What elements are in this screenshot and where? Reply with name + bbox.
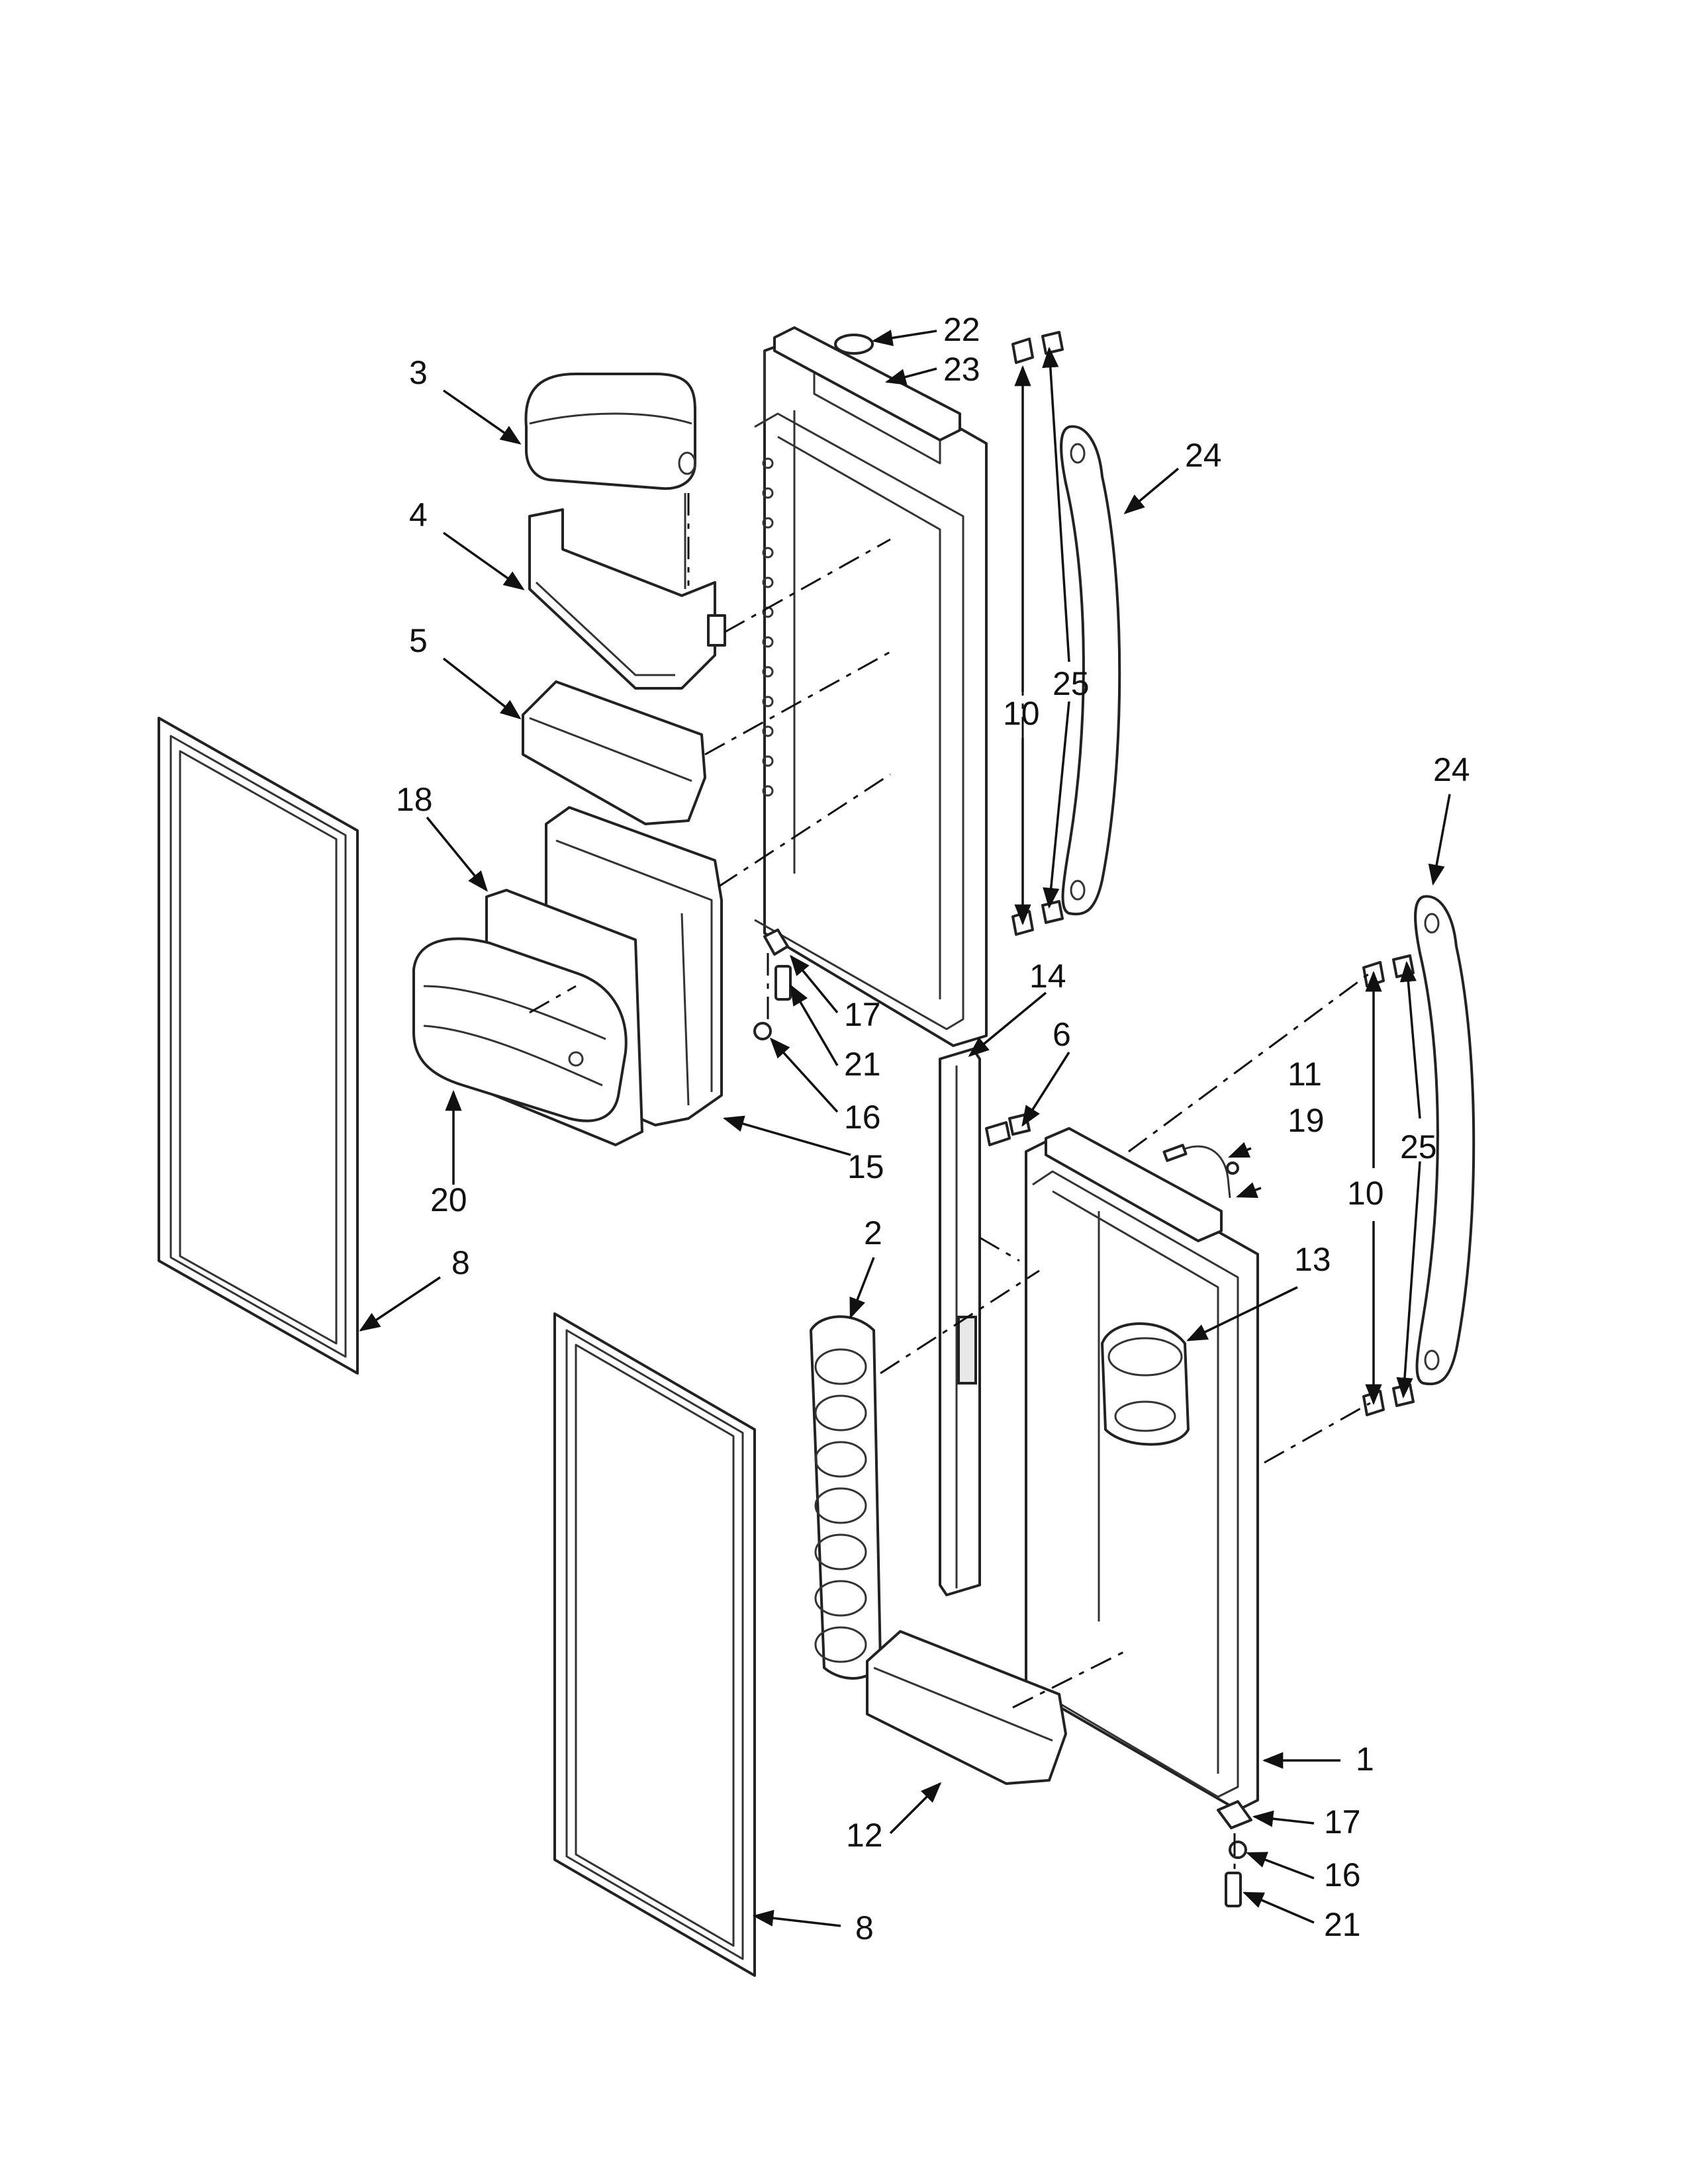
water-tube bbox=[1162, 1144, 1239, 1199]
callout-25-lower: 25 bbox=[1400, 1128, 1437, 1165]
handle-upper bbox=[1060, 425, 1121, 916]
lower-door-liner bbox=[1025, 1137, 1259, 1811]
door-gasket-lower bbox=[553, 1312, 756, 1977]
ice-door-cover bbox=[412, 937, 628, 1122]
callout-25-upper: 25 bbox=[1053, 665, 1090, 702]
mullion-screw bbox=[985, 1113, 1031, 1146]
dairy-door-cover bbox=[524, 373, 696, 490]
dairy-bin bbox=[528, 493, 726, 690]
liner-bottle-pockets bbox=[762, 457, 774, 797]
callout-11: 11 bbox=[1288, 1056, 1322, 1093]
callout-13: 13 bbox=[1294, 1241, 1331, 1278]
callout-14: 14 bbox=[1029, 958, 1066, 995]
callout-16-lower: 16 bbox=[1324, 1856, 1361, 1893]
lower-trim-piece bbox=[1045, 1127, 1223, 1242]
callout-12: 12 bbox=[846, 1817, 883, 1854]
door-gasket-upper bbox=[158, 717, 359, 1375]
callout-6: 6 bbox=[1053, 1016, 1071, 1053]
callout-15: 15 bbox=[847, 1148, 884, 1185]
callout-22: 22 bbox=[943, 311, 980, 348]
callout-20: 20 bbox=[430, 1181, 467, 1218]
bottle-holder bbox=[810, 1315, 882, 1680]
upper-hinge-hardware bbox=[753, 929, 792, 1040]
leader-lines bbox=[359, 330, 1451, 1927]
door-bin-lower bbox=[866, 1630, 1067, 1785]
handle-lower bbox=[1414, 895, 1476, 1386]
callout-23: 23 bbox=[943, 351, 980, 388]
callout-18: 18 bbox=[396, 781, 433, 818]
callout-4: 4 bbox=[409, 496, 428, 533]
callout-24-upper: 24 bbox=[1185, 437, 1222, 474]
callout-8-lower: 8 bbox=[855, 1909, 874, 1946]
dispenser-chute bbox=[1101, 1322, 1190, 1446]
callout-10-lower: 10 bbox=[1347, 1175, 1384, 1212]
callout-8-upper: 8 bbox=[451, 1244, 470, 1281]
callout-21-lower: 21 bbox=[1324, 1906, 1361, 1943]
callout-1: 1 bbox=[1356, 1741, 1374, 1778]
callout-10-upper: 10 bbox=[1003, 695, 1040, 732]
door-bin-upper bbox=[522, 680, 706, 825]
callout-24-lower: 24 bbox=[1433, 751, 1470, 788]
upper-door-liner bbox=[754, 336, 988, 1047]
callout-3: 3 bbox=[409, 354, 428, 391]
callout-17-lower: 17 bbox=[1324, 1803, 1361, 1841]
callout-19: 19 bbox=[1288, 1102, 1325, 1139]
callout-16-upper: 16 bbox=[844, 1099, 881, 1136]
callout-17-upper: 17 bbox=[844, 996, 881, 1033]
callout-2: 2 bbox=[864, 1214, 882, 1251]
upper-trim-piece bbox=[773, 326, 961, 441]
callout-5: 5 bbox=[409, 622, 428, 659]
cap-plug bbox=[834, 334, 874, 355]
callout-labels: 22 23 3 24 4 25 5 10 24 18 14 17 6 21 11… bbox=[396, 311, 1470, 1946]
callout-21-upper: 21 bbox=[844, 1046, 881, 1083]
